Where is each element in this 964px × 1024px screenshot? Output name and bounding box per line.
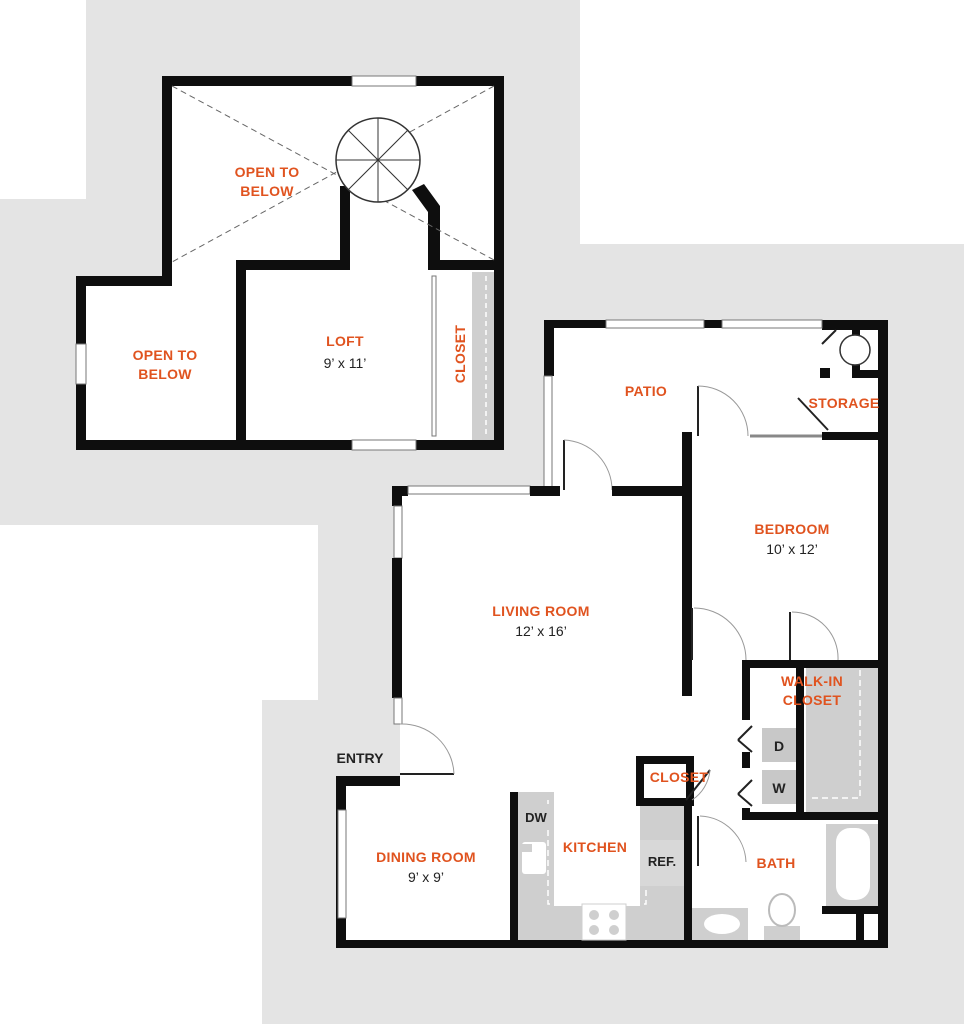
dining-room-label: DINING ROOM [376, 849, 476, 865]
kitchen-label: KITCHEN [563, 839, 627, 855]
walk-in-closet-label: WALK-IN [781, 673, 843, 689]
washer [762, 770, 796, 804]
bedroom-label: BEDROOM [754, 521, 829, 537]
loft-window-top [351, 75, 417, 87]
living-room-window-top [407, 485, 531, 495]
stove-icon [581, 903, 627, 941]
loft-window-left [75, 343, 87, 385]
loft-dimensions: 9’ x 11’ [324, 355, 367, 371]
loft-level: OPEN TO BELOW OPEN TO BELOW LOFT 9’ x 11… [75, 75, 504, 451]
dining-room-dimensions: 9’ x 9’ [408, 869, 444, 885]
bathtub-icon [836, 828, 870, 900]
dryer [762, 728, 796, 762]
dining-window-left [337, 809, 347, 919]
patio-opening-top-left [605, 319, 705, 329]
living-room-dimensions: 12’ x 16’ [515, 623, 567, 639]
dishwasher [518, 804, 554, 830]
open-to-below-top-label-2: BELOW [240, 183, 294, 199]
refrigerator [640, 840, 684, 886]
entry-label: ENTRY [337, 750, 385, 766]
loft-label: LOFT [326, 333, 364, 349]
loft-closet-shelf [472, 272, 494, 440]
sink-icon [522, 842, 546, 874]
water-heater-icon [839, 334, 871, 366]
closet-label: CLOSET [650, 769, 709, 785]
dishwasher-label: DW [525, 810, 547, 825]
loft-closet-sliding-door [431, 275, 437, 437]
dryer-label: D [774, 738, 784, 754]
open-to-below-top-label: OPEN TO [235, 164, 300, 180]
bedroom-dimensions: 10’ x 12’ [766, 541, 818, 557]
patio-label: PATIO [625, 383, 667, 399]
vanity-sink-icon [704, 914, 740, 934]
storage-label: STORAGE [808, 395, 879, 411]
refrigerator-label: REF. [648, 854, 676, 869]
loft-window-bottom [351, 439, 417, 451]
loft-closet-label: CLOSET [452, 325, 468, 384]
living-room-label: LIVING ROOM [492, 603, 589, 619]
bath-label: BATH [756, 855, 795, 871]
washer-label: W [772, 780, 786, 796]
patio-opening-left [543, 375, 553, 489]
patio-opening-top-right [721, 319, 823, 329]
walk-in-closet-shelf [806, 668, 878, 812]
open-to-below-left-label-2: BELOW [138, 366, 192, 382]
main-level: DW REF. D W [336, 319, 888, 948]
spiral-staircase-icon [335, 117, 421, 203]
open-to-below-left-label: OPEN TO [133, 347, 198, 363]
walk-in-closet-label-2: CLOSET [783, 692, 842, 708]
living-room-window-left-upper [393, 505, 403, 559]
living-room-window-left-lower [393, 697, 403, 725]
toilet-icon [764, 893, 800, 940]
